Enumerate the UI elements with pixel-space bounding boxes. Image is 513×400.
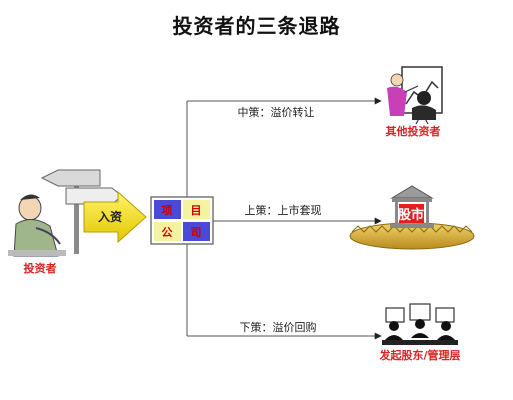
target-label-founders-management: 发起股东/管理层 — [378, 348, 460, 362]
company-char-4: 司 — [191, 226, 202, 239]
stock-exchange-icon — [349, 185, 475, 250]
diagram-title: 投资者的三条退路 — [172, 14, 341, 38]
route-label-middle: 中策：溢价转让 — [238, 105, 315, 119]
investor-figure: 投资者 — [8, 169, 123, 275]
signpost-icon — [40, 169, 123, 254]
target-label-stock-market: 股市 — [398, 207, 424, 223]
invest-arrow-label: 入资 — [98, 209, 122, 224]
company-char-2: 目 — [191, 204, 202, 217]
company-char-3: 公 — [162, 226, 173, 239]
presenter-icon — [387, 66, 443, 125]
route-label-lower: 下策：溢价回购 — [240, 320, 317, 334]
target-label-other-investors: 其他投资者 — [386, 124, 441, 138]
invest-arrow: 入资 — [83, 190, 147, 244]
route-label-upper: 上策：上市套现 — [245, 203, 322, 217]
investor-label: 投资者 — [24, 261, 57, 275]
thinking-person-icon — [8, 194, 66, 257]
company-char-1: 项 — [162, 204, 173, 217]
meeting-icon — [382, 303, 458, 345]
route-connectors — [186, 97, 382, 340]
project-company-box: 项 目 公 司 — [150, 196, 214, 245]
